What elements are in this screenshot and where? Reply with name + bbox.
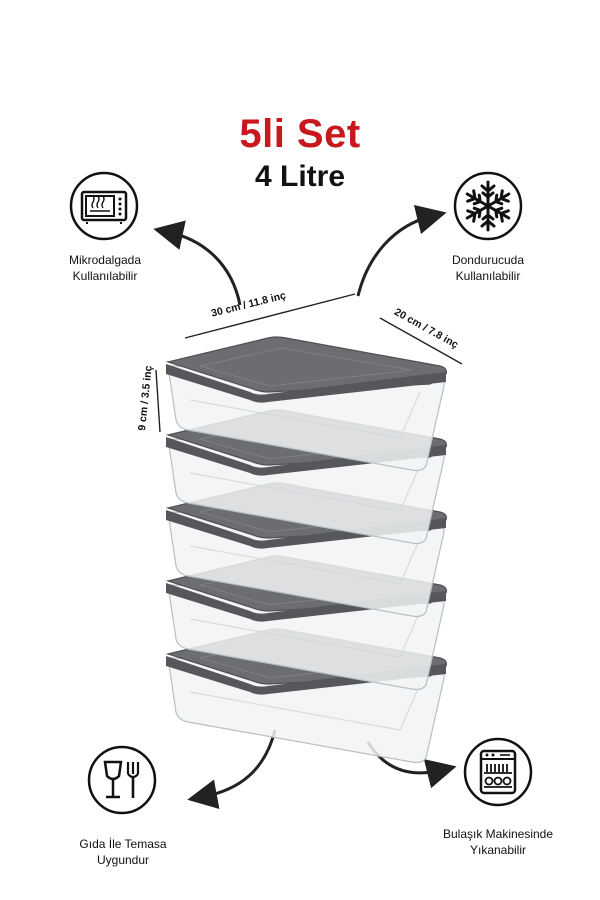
dishwasher-icon [462,736,534,808]
glass-fork-icon [86,744,158,816]
dishwasher-caption: Bulaşık Makinesinde Yıkanabilir [442,827,554,857]
arrow-microwave [153,220,242,306]
microwave-icon [68,170,140,242]
storage-container [165,336,447,472]
food-safe-caption: Gıda İle Temasa Uygundur [79,837,167,867]
set-title: 5li Set [239,112,361,156]
snowflake-icon [452,170,524,242]
arrow-food [187,729,277,810]
freezer-caption: Dondurucuda Kullanılabilir [451,253,525,283]
dim-line-width [379,317,463,365]
capacity-title: 4 Litre [254,160,346,193]
microwave-caption: Mikrodalgada Kullanılabilir [68,253,142,283]
dim-line-length [184,293,356,339]
arrow-freezer [356,204,447,297]
dim-line-height [155,369,161,433]
